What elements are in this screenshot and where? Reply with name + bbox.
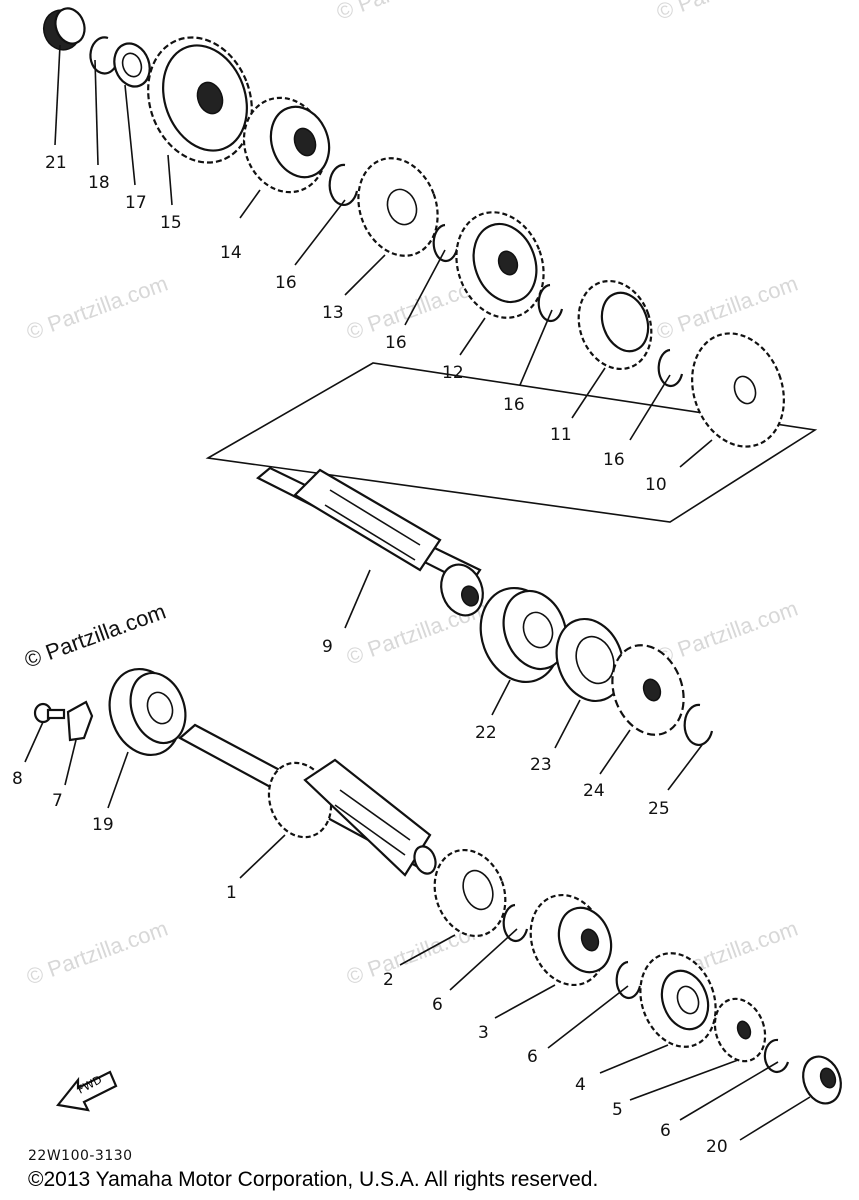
part-gear (242, 96, 331, 194)
callout-label: 5 (612, 1100, 623, 1120)
callout-label: 6 (660, 1121, 671, 1141)
callout-label: 2 (383, 970, 394, 990)
part-washer (113, 42, 151, 88)
part-circlip (537, 283, 564, 323)
part-gear (147, 36, 253, 164)
callout-label: 16 (503, 395, 525, 415)
fwd-arrow-icon: FWD (55, 1070, 118, 1112)
callout-label: 20 (706, 1137, 728, 1157)
part-circlip (615, 960, 642, 1000)
callout-labels: 21 18 17 15 14 16 13 16 12 16 11 16 10 9… (12, 153, 728, 1157)
part-circlip (763, 1038, 790, 1074)
part-circlip (502, 903, 529, 943)
part-bearing (108, 667, 187, 757)
part-gear (639, 952, 717, 1048)
part-bearing (479, 586, 568, 684)
callout-label: 21 (45, 153, 67, 173)
callout-label: 19 (92, 815, 114, 835)
watermark: © Partzilla.com (653, 596, 801, 670)
callout-label: 25 (648, 799, 670, 819)
copyright-notice: ©2013 Yamaha Motor Corporation, U.S.A. A… (28, 1168, 598, 1191)
part-circlip (432, 223, 459, 263)
callout-label: 4 (575, 1075, 586, 1095)
part-gear (691, 332, 785, 448)
part-gear (455, 211, 545, 319)
watermark: © Partzilla.com (653, 0, 801, 25)
part-sprocket (611, 644, 685, 736)
callout-label: 16 (385, 333, 407, 353)
callout-label: 9 (322, 637, 333, 657)
callout-label: 3 (478, 1023, 489, 1043)
watermark: © Partzilla.com (23, 916, 171, 990)
part-needle-bearing (802, 1055, 842, 1105)
watermark-dark: © Partzilla.com (21, 599, 169, 673)
part-gear (577, 279, 653, 371)
part-needle-bearing (43, 7, 86, 51)
part-main-axle (178, 723, 437, 877)
callout-label: 13 (322, 303, 344, 323)
part-gear (433, 848, 507, 938)
callout-label: 10 (645, 475, 667, 495)
diagram-ref-code: 22W100-3130 (28, 1148, 133, 1164)
callout-label: 22 (475, 723, 497, 743)
part-bolt (33, 702, 66, 724)
callout-label: 6 (527, 1047, 538, 1067)
callout-label: 7 (52, 791, 63, 811)
part-circlip (328, 163, 359, 207)
callout-label: 1 (226, 883, 237, 903)
callout-label: 15 (160, 213, 182, 233)
callout-label: 14 (220, 243, 242, 263)
callout-label: 12 (442, 363, 464, 383)
callout-label: 6 (432, 995, 443, 1015)
part-stopper (66, 700, 94, 742)
part-gear (713, 997, 767, 1063)
part-drive-axle (256, 466, 484, 617)
part-circlip (89, 36, 120, 75)
callout-label: 11 (550, 425, 572, 445)
part-circlip (657, 348, 684, 388)
callout-label: 16 (275, 273, 297, 293)
leader-lines (24, 44, 811, 1141)
watermark: © Partzilla.com (23, 271, 171, 345)
part-oil-seal (555, 617, 625, 703)
watermark: © Partzilla.com (333, 0, 481, 25)
part-circlip (683, 703, 714, 747)
part-gear (529, 893, 613, 987)
callout-label: 8 (12, 769, 23, 789)
callout-label: 18 (88, 173, 110, 193)
part-gear (357, 157, 439, 257)
callout-label: 23 (530, 755, 552, 775)
callout-label: 24 (583, 781, 605, 801)
assembly-bracket (205, 362, 818, 523)
callout-label: 17 (125, 193, 147, 213)
callout-label: 16 (603, 450, 625, 470)
